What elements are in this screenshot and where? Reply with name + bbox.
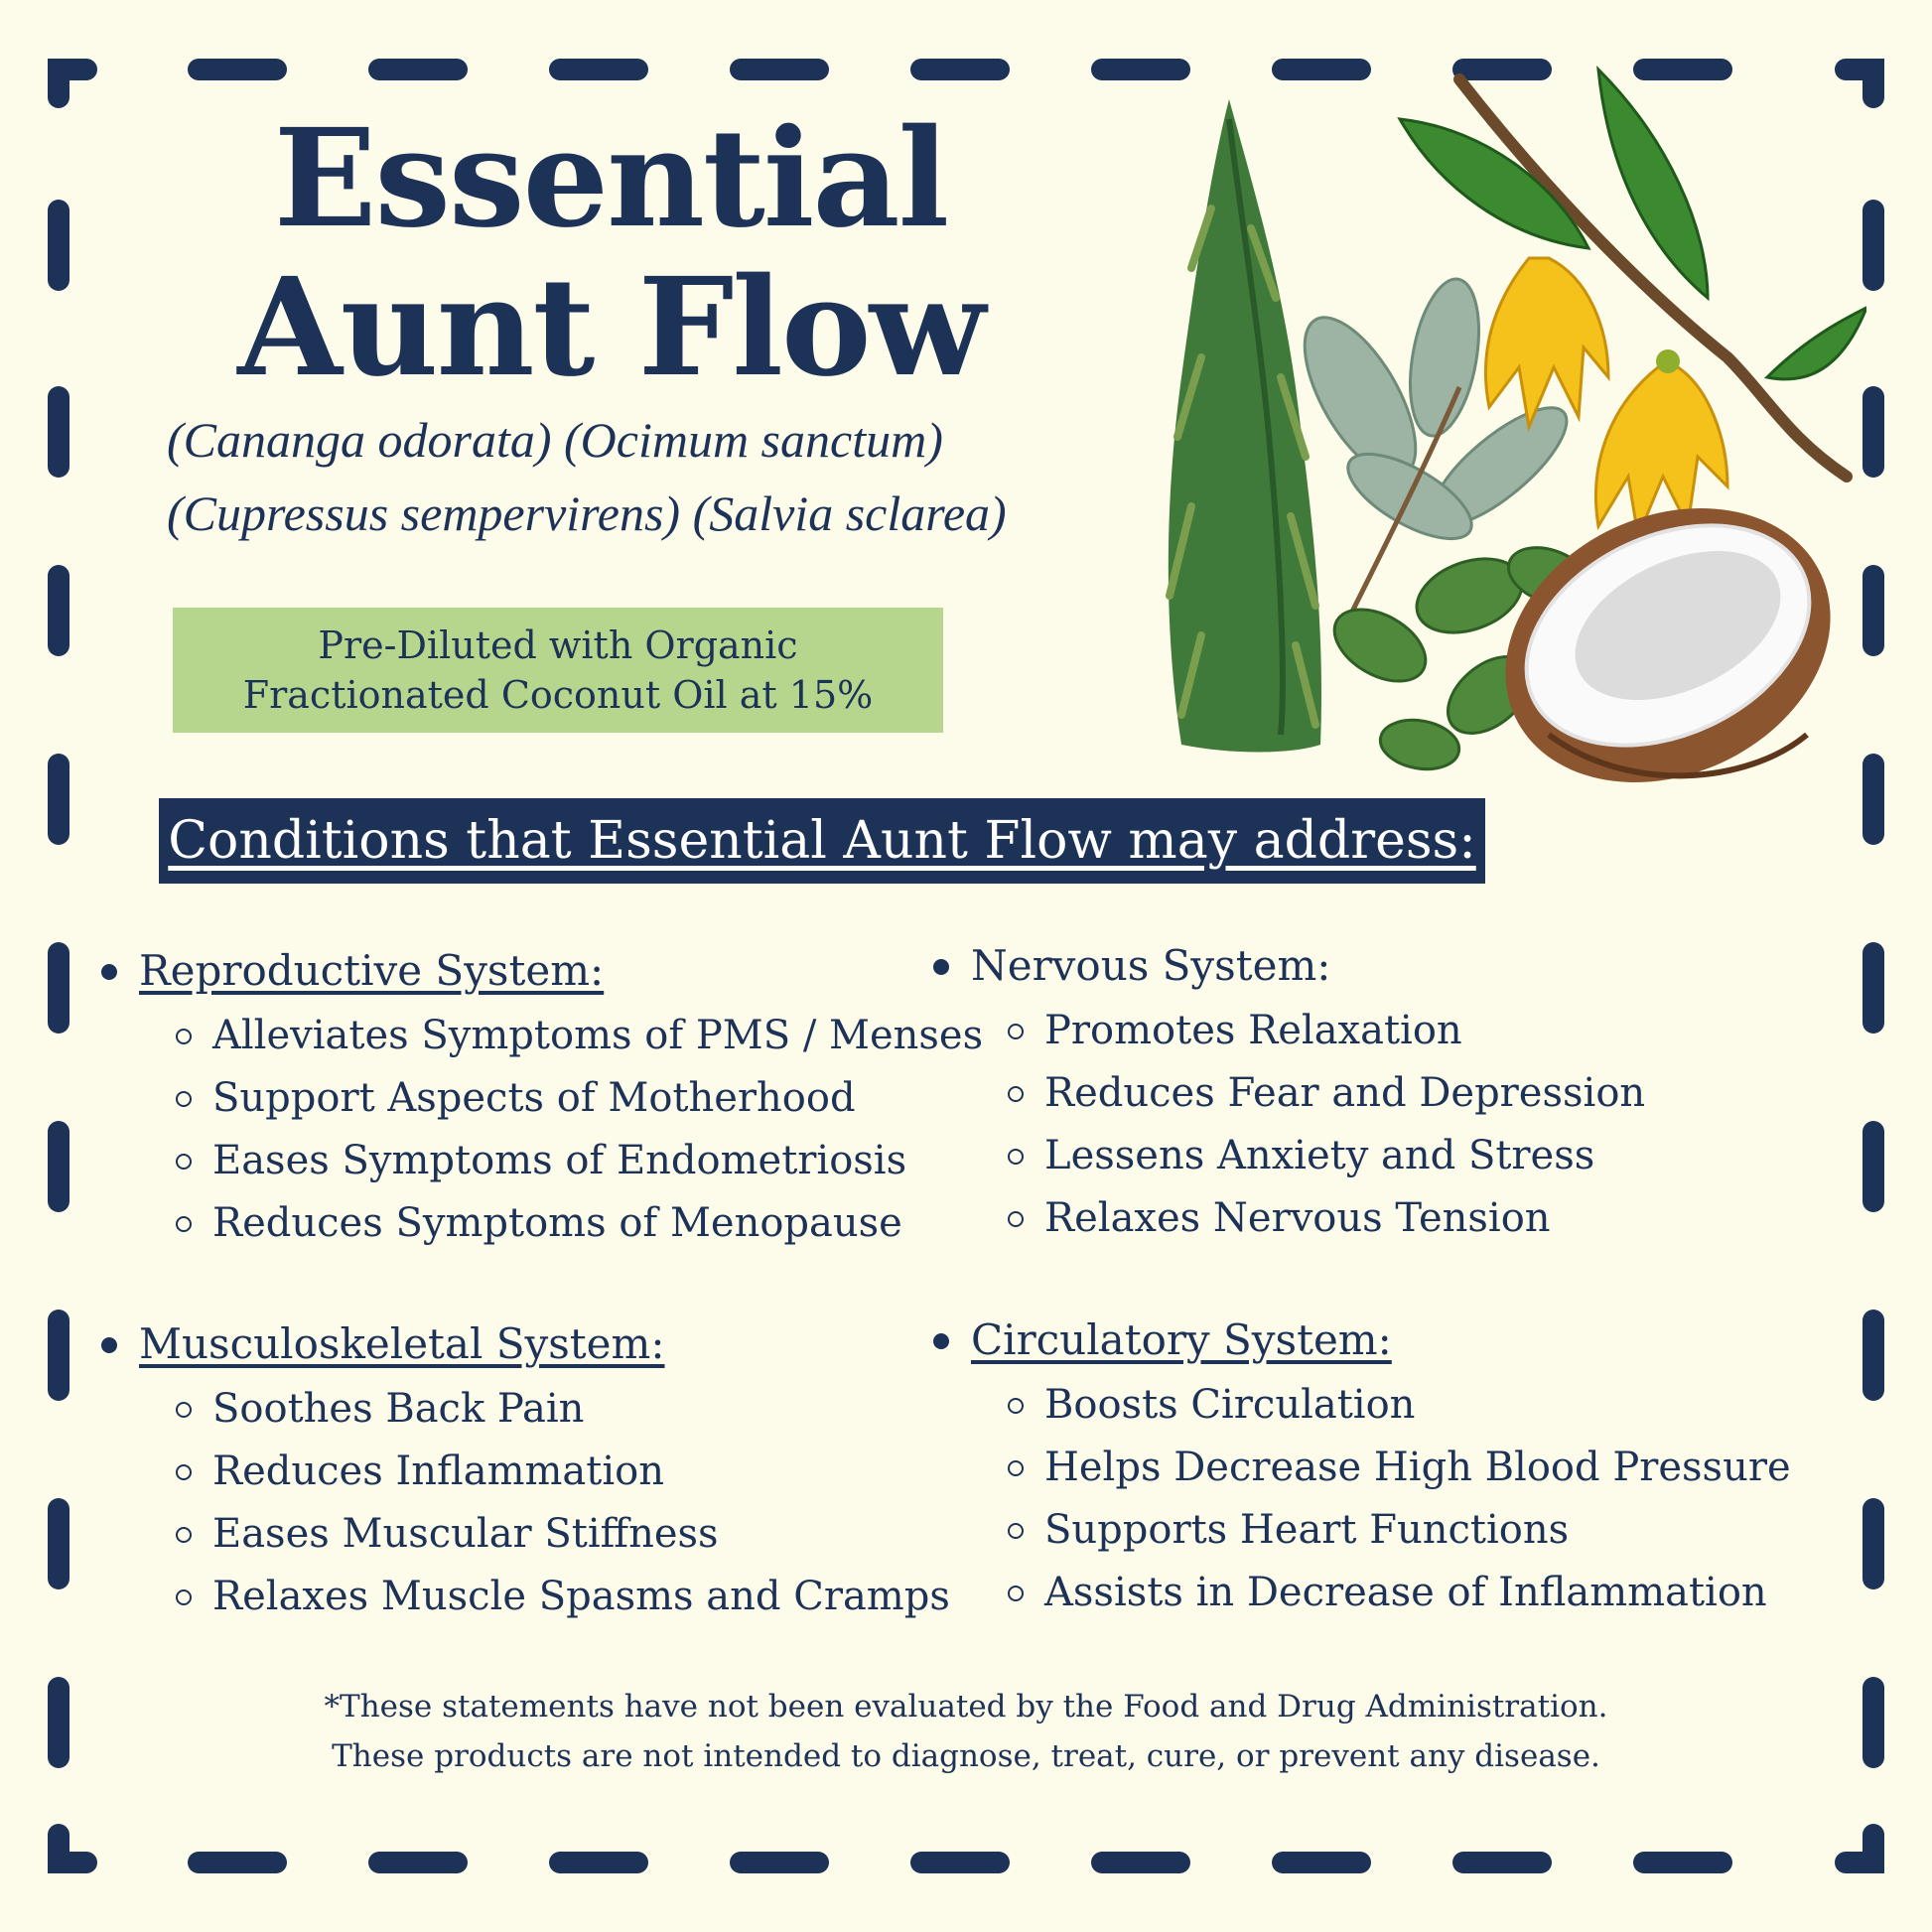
section-circulatory-system: Circulatory System: Boosts Circulation H… — [933, 1312, 1791, 1624]
list-item: Support Aspects of Motherhood — [101, 1067, 983, 1130]
list-item: Relaxes Muscle Spasms and Cramps — [101, 1566, 950, 1628]
list-item: Relaxes Nervous Tension — [933, 1187, 1645, 1250]
ylang-ylang-icon — [1397, 65, 1866, 542]
disclaimer-line-2: These products are not intended to diagn… — [332, 1738, 1600, 1774]
cypress-tree-icon — [1166, 99, 1321, 753]
circle-bullet-icon — [1008, 1586, 1024, 1601]
circle-bullet-icon — [176, 1154, 192, 1170]
list-item: Assists in Decrease of Inflammation — [933, 1562, 1791, 1624]
conditions-heading: Conditions that Essential Aunt Flow may … — [159, 798, 1485, 884]
dilution-line-1: Pre-Diluted with Organic — [318, 623, 798, 667]
circle-bullet-icon — [1008, 1523, 1024, 1539]
list-item: Reduces Inflammation — [101, 1441, 950, 1503]
section-title: Nervous System: — [933, 938, 1645, 994]
list-item: Lessens Anxiety and Stress — [933, 1125, 1645, 1187]
list-item: Reduces Fear and Depression — [933, 1062, 1645, 1125]
botanical-names-line-1: (Cananga odorata) (Ocimum sanctum) — [167, 412, 943, 468]
section-reproductive-system: Reproductive System: Alleviates Symptoms… — [101, 943, 983, 1255]
page-title-line-1: Essential — [273, 99, 949, 258]
bullet-icon — [101, 1337, 117, 1353]
section-title: Musculoskeletal System: — [101, 1316, 950, 1372]
list-item: Eases Muscular Stiffness — [101, 1503, 950, 1566]
section-musculoskeletal-system: Musculoskeletal System: Soothes Back Pai… — [101, 1316, 950, 1628]
circle-bullet-icon — [176, 1216, 192, 1232]
bullet-icon — [933, 1333, 949, 1349]
bullet-icon — [933, 959, 949, 975]
circle-bullet-icon — [1008, 1211, 1024, 1227]
disclaimer-line-1: *These statements have not been evaluate… — [324, 1689, 1608, 1725]
section-nervous-system: Nervous System: Promotes Relaxation Redu… — [933, 938, 1645, 1250]
botanical-names-line-2: (Cupressus sempervirens) (Salvia sclarea… — [167, 485, 1007, 541]
list-item: Reduces Symptoms of Menopause — [101, 1192, 983, 1255]
circle-bullet-icon — [1008, 1086, 1024, 1102]
section-title: Reproductive System: — [101, 943, 983, 999]
dilution-info-box: Pre-Diluted with Organic Fractionated Co… — [173, 608, 943, 733]
circle-bullet-icon — [176, 1402, 192, 1418]
list-item: Helps Decrease High Blood Pressure — [933, 1437, 1791, 1499]
circle-bullet-icon — [176, 1464, 192, 1480]
fda-disclaimer: *These statements have not been evaluate… — [0, 1682, 1932, 1781]
list-item: Soothes Back Pain — [101, 1378, 950, 1441]
botanical-illustration — [1166, 65, 1866, 782]
list-item: Alleviates Symptoms of PMS / Menses — [101, 1005, 983, 1067]
list-item: Eases Symptoms of Endometriosis — [101, 1130, 983, 1192]
circle-bullet-icon — [1008, 1149, 1024, 1165]
circle-bullet-icon — [1008, 1460, 1024, 1476]
list-item: Supports Heart Functions — [933, 1499, 1791, 1562]
list-item: Boosts Circulation — [933, 1374, 1791, 1437]
circle-bullet-icon — [176, 1589, 192, 1605]
circle-bullet-icon — [1008, 1024, 1024, 1039]
bullet-icon — [101, 964, 117, 980]
circle-bullet-icon — [176, 1029, 192, 1044]
circle-bullet-icon — [176, 1091, 192, 1107]
clary-sage-icon — [1303, 277, 1569, 618]
circle-bullet-icon — [176, 1527, 192, 1543]
dilution-line-2: Fractionated Coconut Oil at 15% — [242, 673, 874, 717]
circle-bullet-icon — [1008, 1398, 1024, 1414]
list-item: Promotes Relaxation — [933, 1000, 1645, 1062]
section-title: Circulatory System: — [933, 1312, 1791, 1368]
page-title-line-2: Aunt Flow — [237, 248, 985, 407]
coconut-icon — [1505, 508, 1831, 782]
